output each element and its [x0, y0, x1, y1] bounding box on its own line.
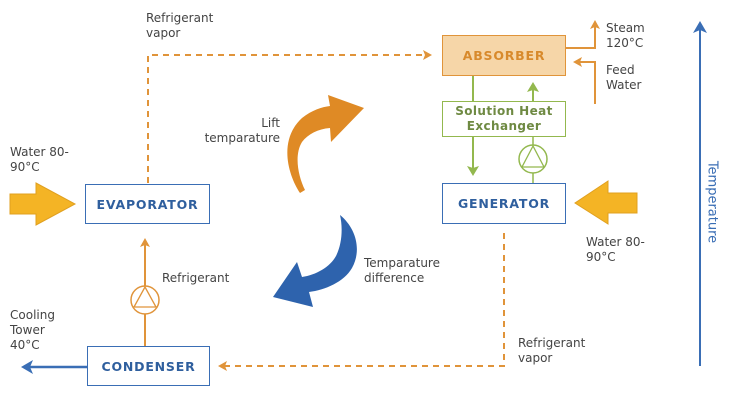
- condenser-label: CONDENSER: [101, 358, 196, 374]
- absorber-box: ABSORBER: [442, 35, 566, 76]
- cooling-tower-label: Cooling Tower 40°C: [10, 308, 55, 352]
- generator-box: GENERATOR: [442, 183, 566, 224]
- generator-label: GENERATOR: [457, 196, 551, 211]
- temperature-axis-label: Temperature: [704, 160, 720, 244]
- solution-heat-exchanger-label: Solution Heat Exchanger: [455, 104, 553, 133]
- lift-temperature-arrow: [287, 95, 364, 193]
- solution-pump-icon: [518, 144, 548, 174]
- lift-temperature-label: Lift temparature: [204, 116, 280, 145]
- steam-label: Steam 120°C: [606, 21, 645, 50]
- water-right-label: Water 80-90°C: [586, 235, 645, 264]
- absorber-label: ABSORBER: [462, 48, 546, 63]
- water-inlet-arrow-right: [574, 180, 638, 225]
- feed-water-line: [573, 57, 596, 104]
- refrigerant-vapor-line-bottom: [218, 233, 505, 371]
- water-inlet-arrow-left: [9, 182, 77, 226]
- refrigerant-vapor-label-bottom: Refrigerant vapor: [518, 336, 586, 365]
- refrigerant-pump-icon: [130, 285, 160, 315]
- condenser-box: CONDENSER: [87, 346, 210, 386]
- temperature-difference-label: Temparature difference: [364, 256, 440, 285]
- solution-heat-exchanger-box: Solution Heat Exchanger: [442, 101, 566, 137]
- refrigerant-label: Refrigerant: [162, 271, 230, 285]
- feed-water-label: Feed Water: [606, 63, 642, 92]
- water-left-label: Water 80-90°C: [10, 145, 69, 174]
- evaporator-box: EVAPORATOR: [85, 184, 210, 224]
- refrigerant-vapor-label-top: Refrigerant vapor: [146, 11, 214, 40]
- evaporator-label: EVAPORATOR: [96, 196, 199, 212]
- steam-outlet-line: [566, 20, 600, 49]
- temperature-difference-arrow: [273, 215, 357, 307]
